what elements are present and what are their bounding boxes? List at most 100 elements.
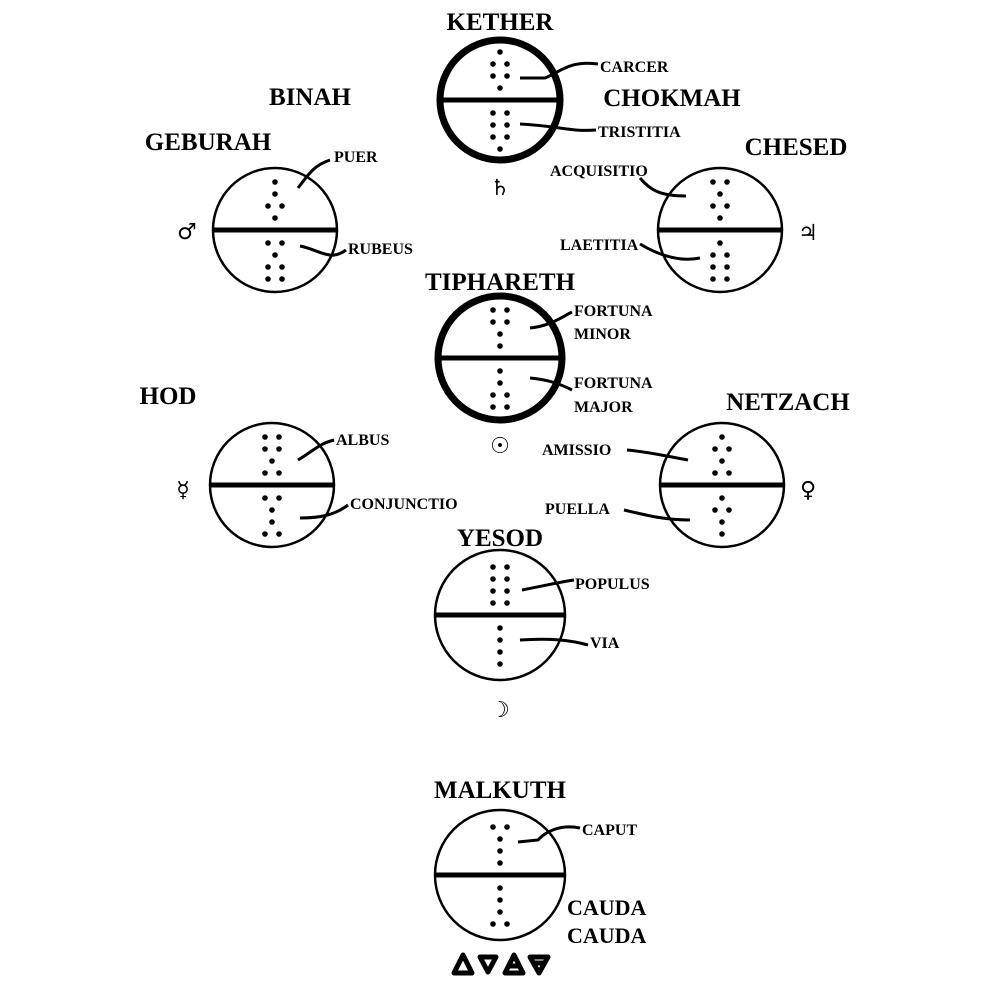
figure-dot [497,343,503,349]
figure-dot [497,331,503,337]
via-label: VIA [590,635,620,652]
kether-sphere [436,36,564,164]
pointer-arrow [519,637,589,647]
figure-dot [497,49,503,55]
acquisitio-label: ACQUISITIO [550,163,648,180]
figure-dot [262,531,268,537]
puella-label: PUELLA [545,501,610,518]
air-triangle-icon [502,952,526,976]
binah-label: BINAH [269,84,352,111]
earth-triangle-icon [527,954,551,976]
figure-dot [276,495,282,501]
figure-dot [724,252,730,258]
figure-dot [497,836,503,842]
mars-icon: ♂ [177,220,197,245]
figure-dot [710,203,716,209]
upper-figure-caput [490,824,510,866]
figure-dot [497,860,503,866]
figure-dot [726,446,732,452]
figure-dot [719,531,725,537]
jupiter-icon: ♃ [798,221,818,246]
figure-dot [279,203,285,209]
pointer-arrow [517,825,581,844]
fortuna-major-label-2: MAJOR [574,399,633,416]
figure-dot [490,564,496,570]
figure-dot [726,507,732,513]
lower-figure-puella [712,495,732,537]
pointer-arrow [521,578,575,592]
figure-dot [490,73,496,79]
figure-dot [504,404,510,410]
pointer-arrow [638,177,687,198]
figure-dot [269,458,275,464]
figure-dot [265,276,271,282]
sun-icon: ☉ [490,434,510,459]
figure-dot [490,576,496,582]
pointer-arrow [519,122,597,132]
figure-dot [710,179,716,185]
figure-dot [712,470,718,476]
figure-dot [262,434,268,440]
lower-figure-conjunctio [262,495,282,537]
figure-dot [276,434,282,440]
figure-dot [265,240,271,246]
yesod-sphere [433,548,567,682]
mercury-icon: ☿ [176,478,190,503]
fortuna-major-label: FORTUNA [574,375,653,392]
malkuth-label: MALKUTH [434,777,567,804]
pointer-arrow [297,438,335,462]
figure-dot [490,307,496,313]
geburah-label: GEBURAH [145,129,272,156]
figure-dot [710,276,716,282]
yesod-label: YESOD [457,525,543,552]
pointer-arrow [299,503,349,520]
figure-dot [276,531,282,537]
figure-dot [504,73,510,79]
figure-dot [490,61,496,67]
figure-dot [279,276,285,282]
figure-dot [272,191,278,197]
figure-dot [719,519,725,525]
figure-dot [712,446,718,452]
figure-dot [719,434,725,440]
pointer-arrow [529,376,573,392]
figure-dot [497,368,503,374]
figure-dot [497,625,503,631]
lower-figure-via [497,625,503,667]
figure-dot [497,885,503,891]
figure-dot [497,848,503,854]
upper-figure-acquisitio [710,179,730,221]
venus-icon: ♀ [800,478,816,503]
saturn-icon: ♄ [490,176,510,201]
figure-dot [724,264,730,270]
figure-dot [279,240,285,246]
populus-label: POPULUS [575,576,650,593]
figure-dot [724,179,730,185]
figure-dot [497,649,503,655]
figure-dot [724,276,730,282]
figure-dot [504,122,510,128]
figure-dot [497,909,503,915]
figure-dot [279,264,285,270]
conjunctio-label: CONJUNCTIO [350,496,458,513]
hod-label: HOD [140,383,197,410]
carcer-label: CARCER [600,59,669,76]
cauda-label: CAUDA [567,895,647,920]
figure-dot [497,637,503,643]
figure-dot [490,824,496,830]
pointer-arrow [626,448,689,462]
tristitia-label: TRISTITIA [598,124,681,141]
figure-dot [710,252,716,258]
figure-dot [504,576,510,582]
pointer-arrow [296,158,331,189]
laetitia-label: LAETITIA [560,237,639,254]
upper-figure-carcer [490,49,510,91]
figure-dot [490,404,496,410]
figure-dot [269,519,275,525]
upper-figure-fortuna [490,307,510,349]
chokmah-label: CHOKMAH [603,85,741,112]
figure-dot [265,203,271,209]
fortuna-minor-label: FORTUNA [574,303,653,320]
figure-dot [504,134,510,140]
